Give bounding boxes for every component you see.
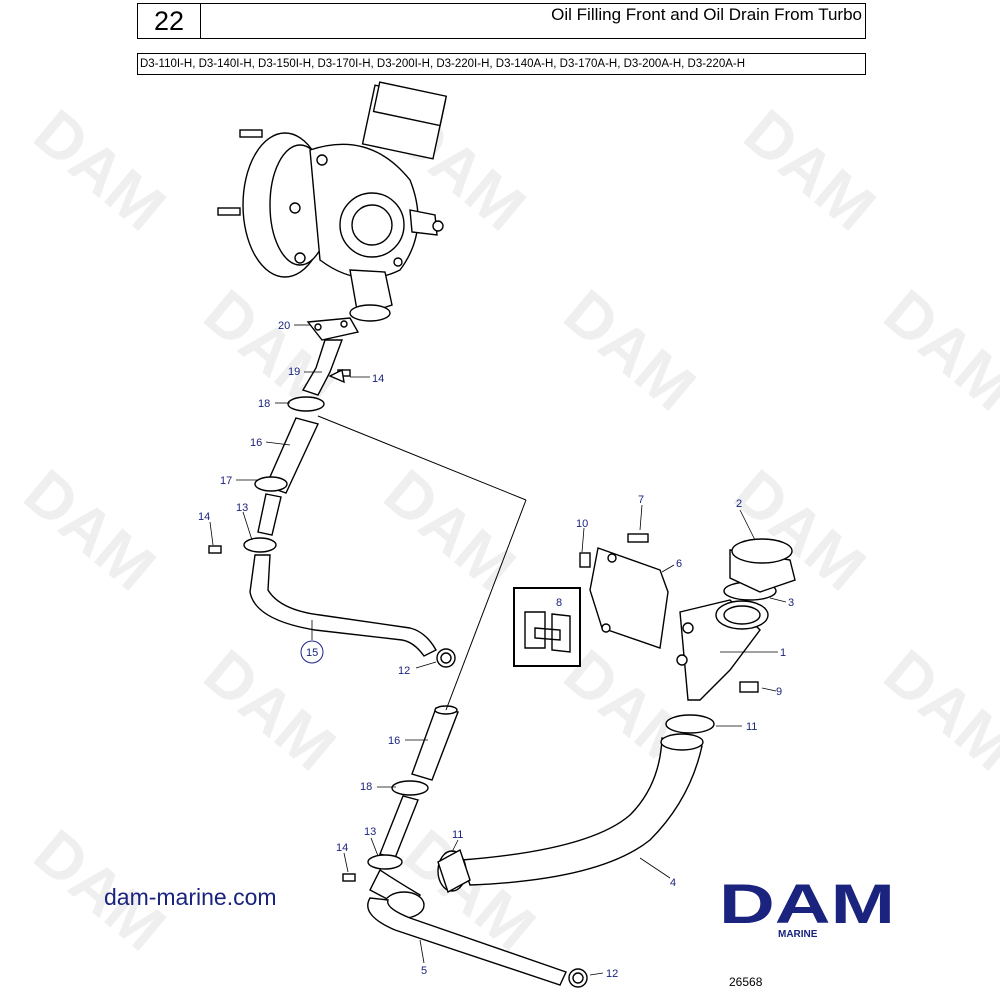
drain-pipe-upper xyxy=(208,317,456,668)
callout-12: 12 xyxy=(606,968,618,980)
dam-logo: DAM xyxy=(719,875,895,927)
callout-12: 12 xyxy=(398,665,410,677)
callout-11: 11 xyxy=(452,829,463,841)
leader-lines xyxy=(209,324,787,976)
callout-14: 14 xyxy=(198,511,210,523)
watermark: DAM xyxy=(21,96,179,245)
callout-13: 13 xyxy=(364,826,376,838)
callout-15: 15 xyxy=(306,647,318,659)
callout-6: 6 xyxy=(676,558,682,570)
filler-housing-assembly xyxy=(579,533,796,701)
callout-9: 9 xyxy=(776,686,782,698)
website-link[interactable]: dam-marine.com xyxy=(104,884,277,910)
watermark-layer: DAM DAM DAM DAM DAM DAM DAM DAM DAM DAM … xyxy=(11,96,1000,965)
page-number: 22 xyxy=(137,3,201,39)
callout-2: 2 xyxy=(736,498,742,510)
watermark: DAM xyxy=(871,636,1000,785)
engine-models: D3-110I-H, D3-140I-H, D3-150I-H, D3-170I… xyxy=(137,53,866,75)
callout-3: 3 xyxy=(788,597,794,609)
watermark: DAM xyxy=(191,636,349,785)
callout-17: 17 xyxy=(220,475,232,487)
callout-14: 14 xyxy=(336,842,348,854)
watermark: DAM xyxy=(731,96,889,245)
callout-4: 4 xyxy=(670,877,676,889)
callout-labels: 20 19 14 18 16 17 14 13 15 12 16 18 13 1… xyxy=(198,320,794,980)
callout-19: 19 xyxy=(288,366,300,378)
callout-1: 1 xyxy=(780,647,786,659)
callout-5: 5 xyxy=(421,965,427,977)
clip-inset-box xyxy=(513,587,581,667)
callout-7: 7 xyxy=(638,494,644,506)
drain-pipe-lower xyxy=(342,705,588,988)
callout-16: 16 xyxy=(250,437,262,449)
callout-16: 16 xyxy=(388,735,400,747)
dam-logo-subtitle: MARINE xyxy=(778,929,818,940)
oil-filler-hose xyxy=(437,714,715,894)
reference-lines xyxy=(317,415,527,711)
watermark: DAM xyxy=(11,456,169,605)
callout-18: 18 xyxy=(258,398,270,410)
callout-8: 8 xyxy=(556,597,562,609)
callout-14: 14 xyxy=(372,373,384,385)
turbocharger xyxy=(217,81,448,322)
callout-18: 18 xyxy=(360,781,372,793)
watermark: DAM xyxy=(871,276,1000,425)
document-number: 26568 xyxy=(729,975,763,989)
dam-logo-text: DAM xyxy=(719,875,895,927)
page-title: Oil Filling Front and Oil Drain From Tur… xyxy=(200,3,866,39)
callout-11: 11 xyxy=(746,721,757,733)
watermark: DAM xyxy=(371,456,529,605)
callout-13: 13 xyxy=(236,502,248,514)
callout-10: 10 xyxy=(576,518,588,530)
callout-20: 20 xyxy=(278,320,290,332)
part-15-ring xyxy=(300,640,324,664)
watermark: DAM xyxy=(551,276,709,425)
